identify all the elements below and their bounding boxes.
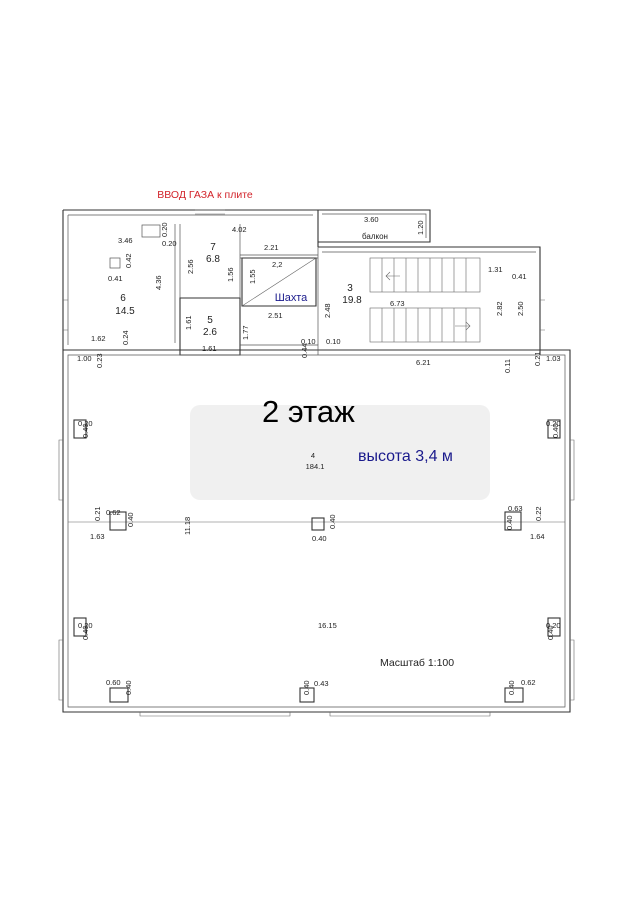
room-area: 2.6 (203, 327, 217, 338)
dimension: 0.43 (314, 679, 329, 688)
dimension: 0.23 (95, 353, 104, 368)
watermark (190, 405, 490, 500)
room-number: 5 (207, 315, 213, 326)
dimension: 2.82 (495, 301, 504, 316)
dimension: 1.56 (226, 267, 235, 282)
room-5: 5 2.6 (203, 315, 217, 338)
dimension: 0.10 (326, 337, 341, 346)
dimension: 0.40 (312, 534, 327, 543)
room-4: 4 184.1 (306, 451, 325, 471)
dimension: 6.21 (416, 358, 431, 367)
dimension: 0.40 (507, 680, 516, 695)
room-area: 14.5 (115, 306, 135, 317)
balcony-label: балкон (362, 232, 388, 241)
dimension: 0.40 (505, 515, 514, 530)
dimension: 0.40 (551, 423, 560, 438)
dimension: 1.00 (77, 354, 92, 363)
dimension: 1.55 (248, 269, 257, 284)
dimension: 1.20 (416, 220, 425, 235)
room-number: 4 (311, 451, 315, 460)
dimension: 1.62 (91, 334, 106, 343)
dimension: 2.51 (268, 311, 283, 320)
dimension: 0.20 (78, 621, 93, 630)
dimension: 16.15 (318, 621, 337, 630)
dimension: 0.20 (546, 419, 561, 428)
dimension: 0.20 (546, 621, 561, 630)
dimension: 0.41 (512, 272, 527, 281)
dimension: 0.63 (508, 504, 523, 513)
dimension: 0.24 (121, 330, 130, 345)
room-labels: 6 14.5 7 6.8 5 2.6 3 19.8 4 184.1 (115, 242, 362, 471)
dimension: 4.02 (232, 225, 247, 234)
dimension: 0.40 (81, 625, 90, 640)
room-number: 7 (210, 242, 216, 253)
dimension: 0.41 (108, 274, 123, 283)
dimension: 3.60 (364, 215, 379, 224)
dimension: 6.73 (390, 299, 405, 308)
dimension: 0.40 (81, 423, 90, 438)
dimension: 1.31 (488, 265, 503, 274)
dimension: 0.10 (301, 337, 316, 346)
dimension: 0.40 (546, 625, 555, 640)
room-number: 6 (120, 293, 126, 304)
stairs (369, 257, 481, 343)
shaft-label: Шахта (275, 292, 308, 304)
height-label: высота 3,4 м (358, 448, 453, 465)
scale-label: Масштаб 1:100 (380, 657, 454, 669)
dimension: 1.61 (202, 344, 217, 353)
dimension: 2.48 (323, 303, 332, 318)
dimension: 0.11 (503, 359, 512, 373)
dimension: 2.50 (516, 301, 525, 316)
gas-inlet-label: ВВОД ГАЗА к плите (157, 189, 253, 201)
dimension: 0.40 (328, 514, 337, 529)
dimension: 0.22 (534, 506, 543, 521)
columns (73, 224, 561, 703)
room-area: 19.8 (342, 295, 362, 306)
dimension: 1.63 (90, 532, 105, 541)
dimension: 1.03 (546, 354, 561, 363)
dimension: 0.62 (106, 508, 121, 517)
dimension: 0.21 (93, 506, 102, 521)
floor-title: 2 этаж (262, 394, 355, 429)
dimension: 2.56 (186, 259, 195, 274)
walls (58, 209, 575, 717)
dimension: 4.36 (154, 275, 163, 290)
room-area: 6.8 (206, 254, 220, 265)
dimension: 11.18 (183, 517, 192, 535)
dimension: 1.61 (184, 315, 193, 330)
dimension: 2.21 (264, 243, 279, 252)
dimension: 0.40 (126, 512, 135, 527)
dimension: 1.77 (241, 325, 250, 340)
dimension: 0.21 (533, 351, 542, 366)
dimensions: 3.60 1.20 4.02 0.20 3.46 0.20 2.21 0.42 … (77, 215, 561, 695)
windows (58, 209, 575, 717)
dimension: 0.20 (78, 419, 93, 428)
room-7: 7 6.8 (206, 242, 220, 265)
room-3: 3 19.8 (342, 283, 362, 306)
dimension: 0.20 (162, 239, 177, 248)
dimension: 0.20 (160, 222, 169, 237)
dimension: 0.60 (106, 678, 121, 687)
room-number: 3 (347, 283, 353, 294)
dimension: 0.44 (300, 343, 309, 358)
dimension: 0.62 (521, 678, 536, 687)
dimension: 1.64 (530, 532, 545, 541)
dimension: 2,2 (272, 260, 282, 269)
dimension: 0.40 (124, 680, 133, 695)
dimension: 3.46 (118, 236, 133, 245)
room-area: 184.1 (306, 462, 325, 471)
dimension: 0.42 (124, 253, 133, 268)
dimension: 0.40 (302, 680, 311, 695)
room-6: 6 14.5 (115, 293, 135, 317)
